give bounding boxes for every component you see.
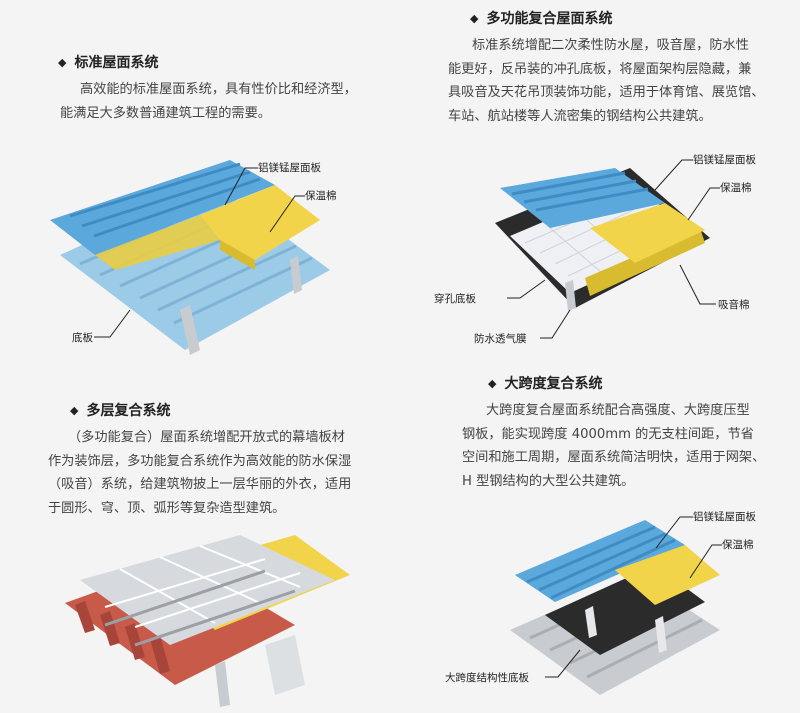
diamond-bullet-icon: ◆ <box>70 403 79 417</box>
heading-multilayer: ◆ 多层复合系统 <box>48 400 398 420</box>
longspan-description: 大跨度复合屋面系统配合高强度、大跨度压型 钢板，能实现跨度 4000mm 的无支… <box>462 399 792 493</box>
label-multifunction-insulation: 保温棉 <box>720 182 752 194</box>
diamond-bullet-icon: ◆ <box>470 11 479 25</box>
figure-standard-roof <box>40 160 370 360</box>
label-standard-base: 底板 <box>72 332 93 344</box>
multifunction-line-4: 车站、航站楼等人流密集的钢结构公共建筑。 <box>448 108 712 124</box>
figure-multilayer-roof <box>65 535 385 710</box>
longspan-line-1: 大跨度复合屋面系统配合高强度、大跨度压型 <box>486 403 750 418</box>
heading-longspan: ◆ 大跨度复合系统 <box>462 373 792 393</box>
longspan-line-4: H 型钢结构的大型公共建筑。 <box>462 473 635 489</box>
section-multifunction: ◆ 多功能复合屋面系统 标准系统增配二次柔性防水屋，吸音屋，防水性 能更好，反吊… <box>448 8 788 128</box>
multifunction-line-3: 具吸音及天花吊顶装饰功能，适用于体育馆、展览馆、 <box>448 85 765 100</box>
heading-multifunction: ◆ 多功能复合屋面系统 <box>448 8 788 28</box>
diamond-bullet-icon: ◆ <box>58 55 67 69</box>
label-standard-panel: 铝镁锰屋面板 <box>258 162 321 174</box>
longspan-title: 大跨度复合系统 <box>504 376 603 392</box>
longspan-line-2: 钢板，能实现跨度 4000mm 的无支柱间距，节省 <box>462 426 754 442</box>
multilayer-line-2: 作为装饰层，多功能复合系统作为高效能的防水保湿 <box>48 453 352 469</box>
multifunction-line-1: 标准系统增配二次柔性防水屋，吸音屋，防水性 <box>472 38 749 53</box>
multifunction-description: 标准系统增配二次柔性防水屋，吸音屋，防水性 能更好，反吊装的冲孔底板，将屋面架构… <box>448 34 788 128</box>
section-multilayer: ◆ 多层复合系统 （多功能复合）屋面系统增配开放式的幕墙板材 作为装饰层，多功能… <box>48 400 398 520</box>
multifunction-roof-illustration <box>495 168 710 311</box>
multifunction-line-2: 能更好，反吊装的冲孔底板，将屋面架构层隐藏，兼 <box>448 61 752 77</box>
standard-roof-illustration <box>50 160 330 355</box>
multilayer-line-4: 于圆形、穹、顶、弧形等复杂造型建筑。 <box>48 500 286 516</box>
multilayer-roof-illustration <box>65 535 350 707</box>
figure-longspan-roof <box>505 520 735 705</box>
multifunction-title: 多功能复合屋面系统 <box>486 11 613 27</box>
figure-multifunction-roof <box>490 168 720 338</box>
label-standard-insulation: 保温棉 <box>305 190 337 202</box>
label-longspan-insulation: 保温棉 <box>722 539 754 551</box>
section-standard: ◆ 标准屋面系统 高效能的标准屋面系统，具有性价比和经济型， 能满足大多数普通建… <box>58 52 398 125</box>
label-multifunction-sound: 吸音棉 <box>718 299 750 311</box>
multilayer-line-3: （吸音）系统，给建筑物披上一层华丽的外衣，适用 <box>48 477 352 492</box>
standard-title: 标准屋面系统 <box>74 55 159 71</box>
standard-line-2: 能满足大多数普通建筑工程的需要。 <box>60 105 271 121</box>
longspan-line-3: 空间和施工周期，屋面系统简洁明快，适用于网架、 <box>462 450 766 465</box>
diamond-bullet-icon: ◆ <box>488 376 497 390</box>
heading-standard: ◆ 标准屋面系统 <box>58 52 398 72</box>
multilayer-description: （多功能复合）屋面系统增配开放式的幕墙板材 作为装饰层，多功能复合系统作为高效能… <box>48 426 398 520</box>
label-multifunction-membrane: 防水透气膜 <box>474 333 527 345</box>
multilayer-title: 多层复合系统 <box>86 403 171 419</box>
label-longspan-base: 大跨度结构性底板 <box>445 672 529 684</box>
label-multifunction-perforated: 穿孔底板 <box>434 293 476 305</box>
multilayer-line-1: （多功能复合）屋面系统增配开放式的幕墙板材 <box>68 430 345 445</box>
label-multifunction-panel: 铝镁锰屋面板 <box>693 154 756 166</box>
label-longspan-panel: 铝镁锰屋面板 <box>693 511 756 523</box>
standard-line-1: 高效能的标准屋面系统，具有性价比和经济型， <box>80 82 357 97</box>
section-longspan: ◆ 大跨度复合系统 大跨度复合屋面系统配合高强度、大跨度压型 钢板，能实现跨度 … <box>462 373 792 493</box>
longspan-roof-illustration <box>510 520 720 695</box>
standard-description: 高效能的标准屋面系统，具有性价比和经济型， 能满足大多数普通建筑工程的需要。 <box>58 78 398 125</box>
